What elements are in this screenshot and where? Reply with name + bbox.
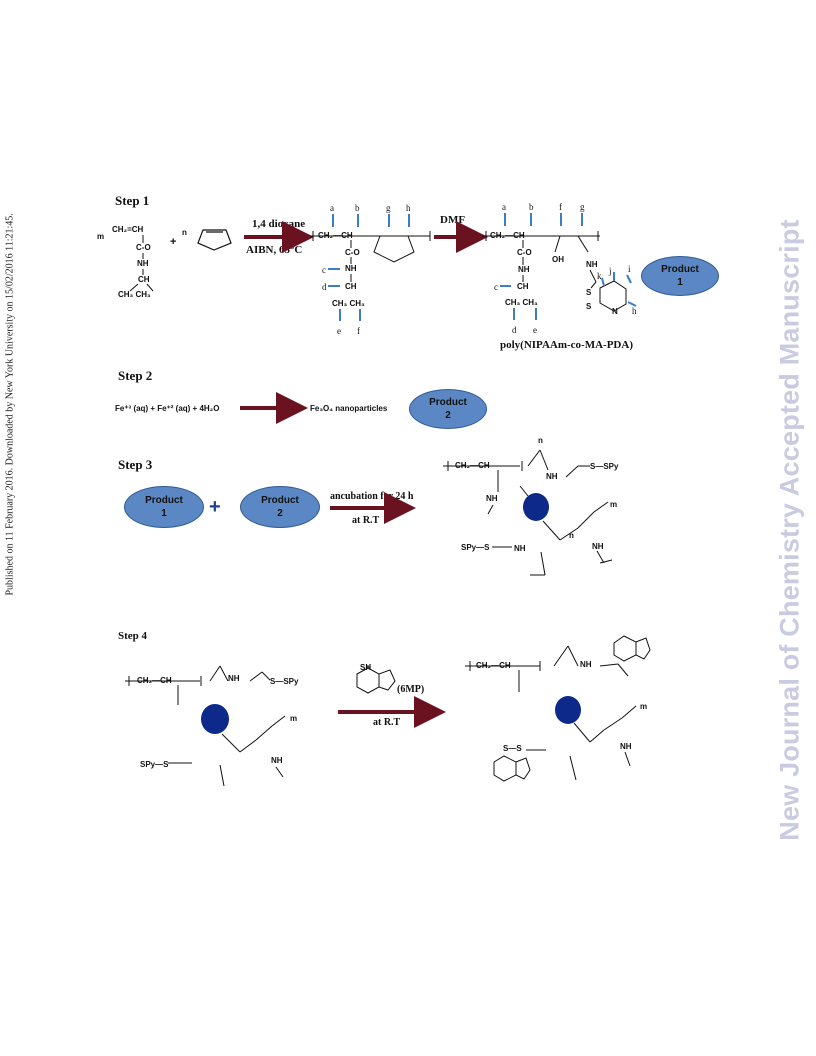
product-1-label: Product [145, 495, 183, 506]
step4-left-m: m [290, 714, 298, 723]
product-s2: S [586, 302, 592, 311]
step1-plus: + [170, 236, 177, 248]
monomer-nh: NH [137, 259, 149, 268]
product-backbone [482, 231, 627, 312]
intermediate-nh: NH [345, 264, 357, 273]
product-oh: OH [552, 255, 564, 264]
product-s1: S [586, 288, 592, 297]
step4-left-spy-left: SPy—S [140, 760, 169, 769]
monomer-carbonyl: C-O [136, 243, 151, 252]
step4-right-nanoparticle [555, 696, 581, 724]
step4-right-nh-top: NH [580, 660, 592, 669]
step3-spy-right: S—SPy [590, 462, 619, 471]
step3-nh-left: NH [486, 494, 498, 503]
product-2-oval-step3: Product 2 [240, 486, 320, 528]
monomer-ch: CH [138, 275, 150, 284]
step3-n-top: n [538, 436, 543, 445]
label-g: g [386, 203, 391, 213]
step3-condition-top: ancubation for 24 h [330, 491, 414, 502]
step2-reactants: Fe⁺³ (aq) + Fe⁺² (aq) + 4H₂O [115, 404, 220, 413]
step4-left-spy-right: S—SPy [270, 677, 299, 686]
monomer-bonds [129, 235, 154, 292]
intermediate-methyls: CH₃ CH₃ [332, 299, 365, 308]
step4-left-nh-right: NH [271, 756, 283, 765]
step3-nh-right: NH [592, 542, 604, 551]
step4-right-bonds [465, 635, 651, 782]
plabel-f: f [559, 202, 562, 212]
product-1-label: Product [661, 264, 699, 275]
product-1-number: 1 [161, 508, 167, 519]
label-e: e [337, 326, 341, 336]
maleic-anhydride-ring [197, 229, 232, 251]
label-c: c [322, 265, 326, 275]
pyridine-n: N [612, 307, 618, 316]
product-amide-nh: NH [586, 260, 598, 269]
step2-product: Fe₃O₄ nanoparticles [310, 404, 388, 413]
product-carbonyl: C-O [517, 248, 532, 257]
monomer-m: m [97, 232, 105, 241]
plabel-h: h [632, 306, 637, 316]
step4-right-m: m [640, 702, 648, 711]
product-label-ticks [500, 213, 637, 320]
intermediate-label-ticks [328, 214, 410, 321]
step3-plus: + [209, 496, 221, 518]
product-2-number: 2 [445, 410, 451, 421]
label-f: f [357, 326, 360, 336]
product-name: poly(NIPAAm-co-MA-PDA) [500, 339, 633, 351]
maleic-n: n [182, 228, 187, 237]
plabel-a: a [502, 202, 506, 212]
step-4-heading: Step 4 [118, 630, 148, 642]
step3-structure-bonds [443, 449, 613, 576]
intermediate-backbone [310, 231, 431, 282]
plabel-c: c [494, 282, 498, 292]
plabel-i: i [628, 264, 631, 274]
step4-right-nh-right: NH [620, 742, 632, 751]
step4-left-nanoparticle [201, 704, 229, 734]
product-2-label: Product [261, 495, 299, 506]
step4-sh: SH [360, 663, 372, 672]
step-2-heading: Step 2 [118, 368, 153, 383]
step-3-heading: Step 3 [118, 457, 153, 472]
product-2-label: Product [429, 397, 467, 408]
intermediate-carbonyl: C-O [345, 248, 360, 257]
step-1-heading: Step 1 [115, 193, 150, 208]
step4-left-bonds [125, 665, 286, 787]
product-nh: NH [518, 265, 530, 274]
plabel-g: g [580, 202, 585, 212]
product-1-oval-step3: Product 1 [124, 486, 204, 528]
step4-condition: at R.T [373, 717, 401, 728]
monomer-methyls: CH₃ CH₃ [118, 290, 151, 299]
step4-left-nh-top: NH [228, 674, 240, 683]
6mp-purine-ring [356, 665, 396, 694]
label-b: b [355, 203, 360, 213]
label-h: h [406, 203, 411, 213]
step3-nh-top: NH [546, 472, 558, 481]
monomer-vinyl: CH₂=CH [112, 225, 144, 234]
product-2-number: 2 [277, 508, 283, 519]
step3-condition-bottom: at R.T [352, 515, 380, 526]
product-1-oval-step1: Product 1 [641, 256, 719, 296]
step3-nh-bottom: NH [514, 544, 526, 553]
step3-n-bottom: n [569, 531, 574, 540]
plabel-b: b [529, 202, 534, 212]
product-1-number: 1 [677, 277, 683, 288]
product-ch: CH [517, 282, 529, 291]
intermediate-ch: CH [345, 282, 357, 291]
step4-reagent-name: (6MP) [397, 684, 425, 695]
product-methyls: CH₃ CH₃ [505, 298, 538, 307]
step4-right-ss: S—S [503, 744, 522, 753]
step3-m: m [610, 500, 618, 509]
label-a: a [330, 203, 334, 213]
plabel-d: d [512, 325, 517, 335]
step3-spy-left: SPy—S [461, 543, 490, 552]
plabel-k: k [597, 271, 602, 281]
product-2-oval-step2: Product 2 [409, 389, 487, 429]
label-d: d [322, 282, 327, 292]
step3-nanoparticle [523, 493, 549, 521]
plabel-j: j [609, 266, 612, 276]
plabel-e: e [533, 325, 537, 335]
